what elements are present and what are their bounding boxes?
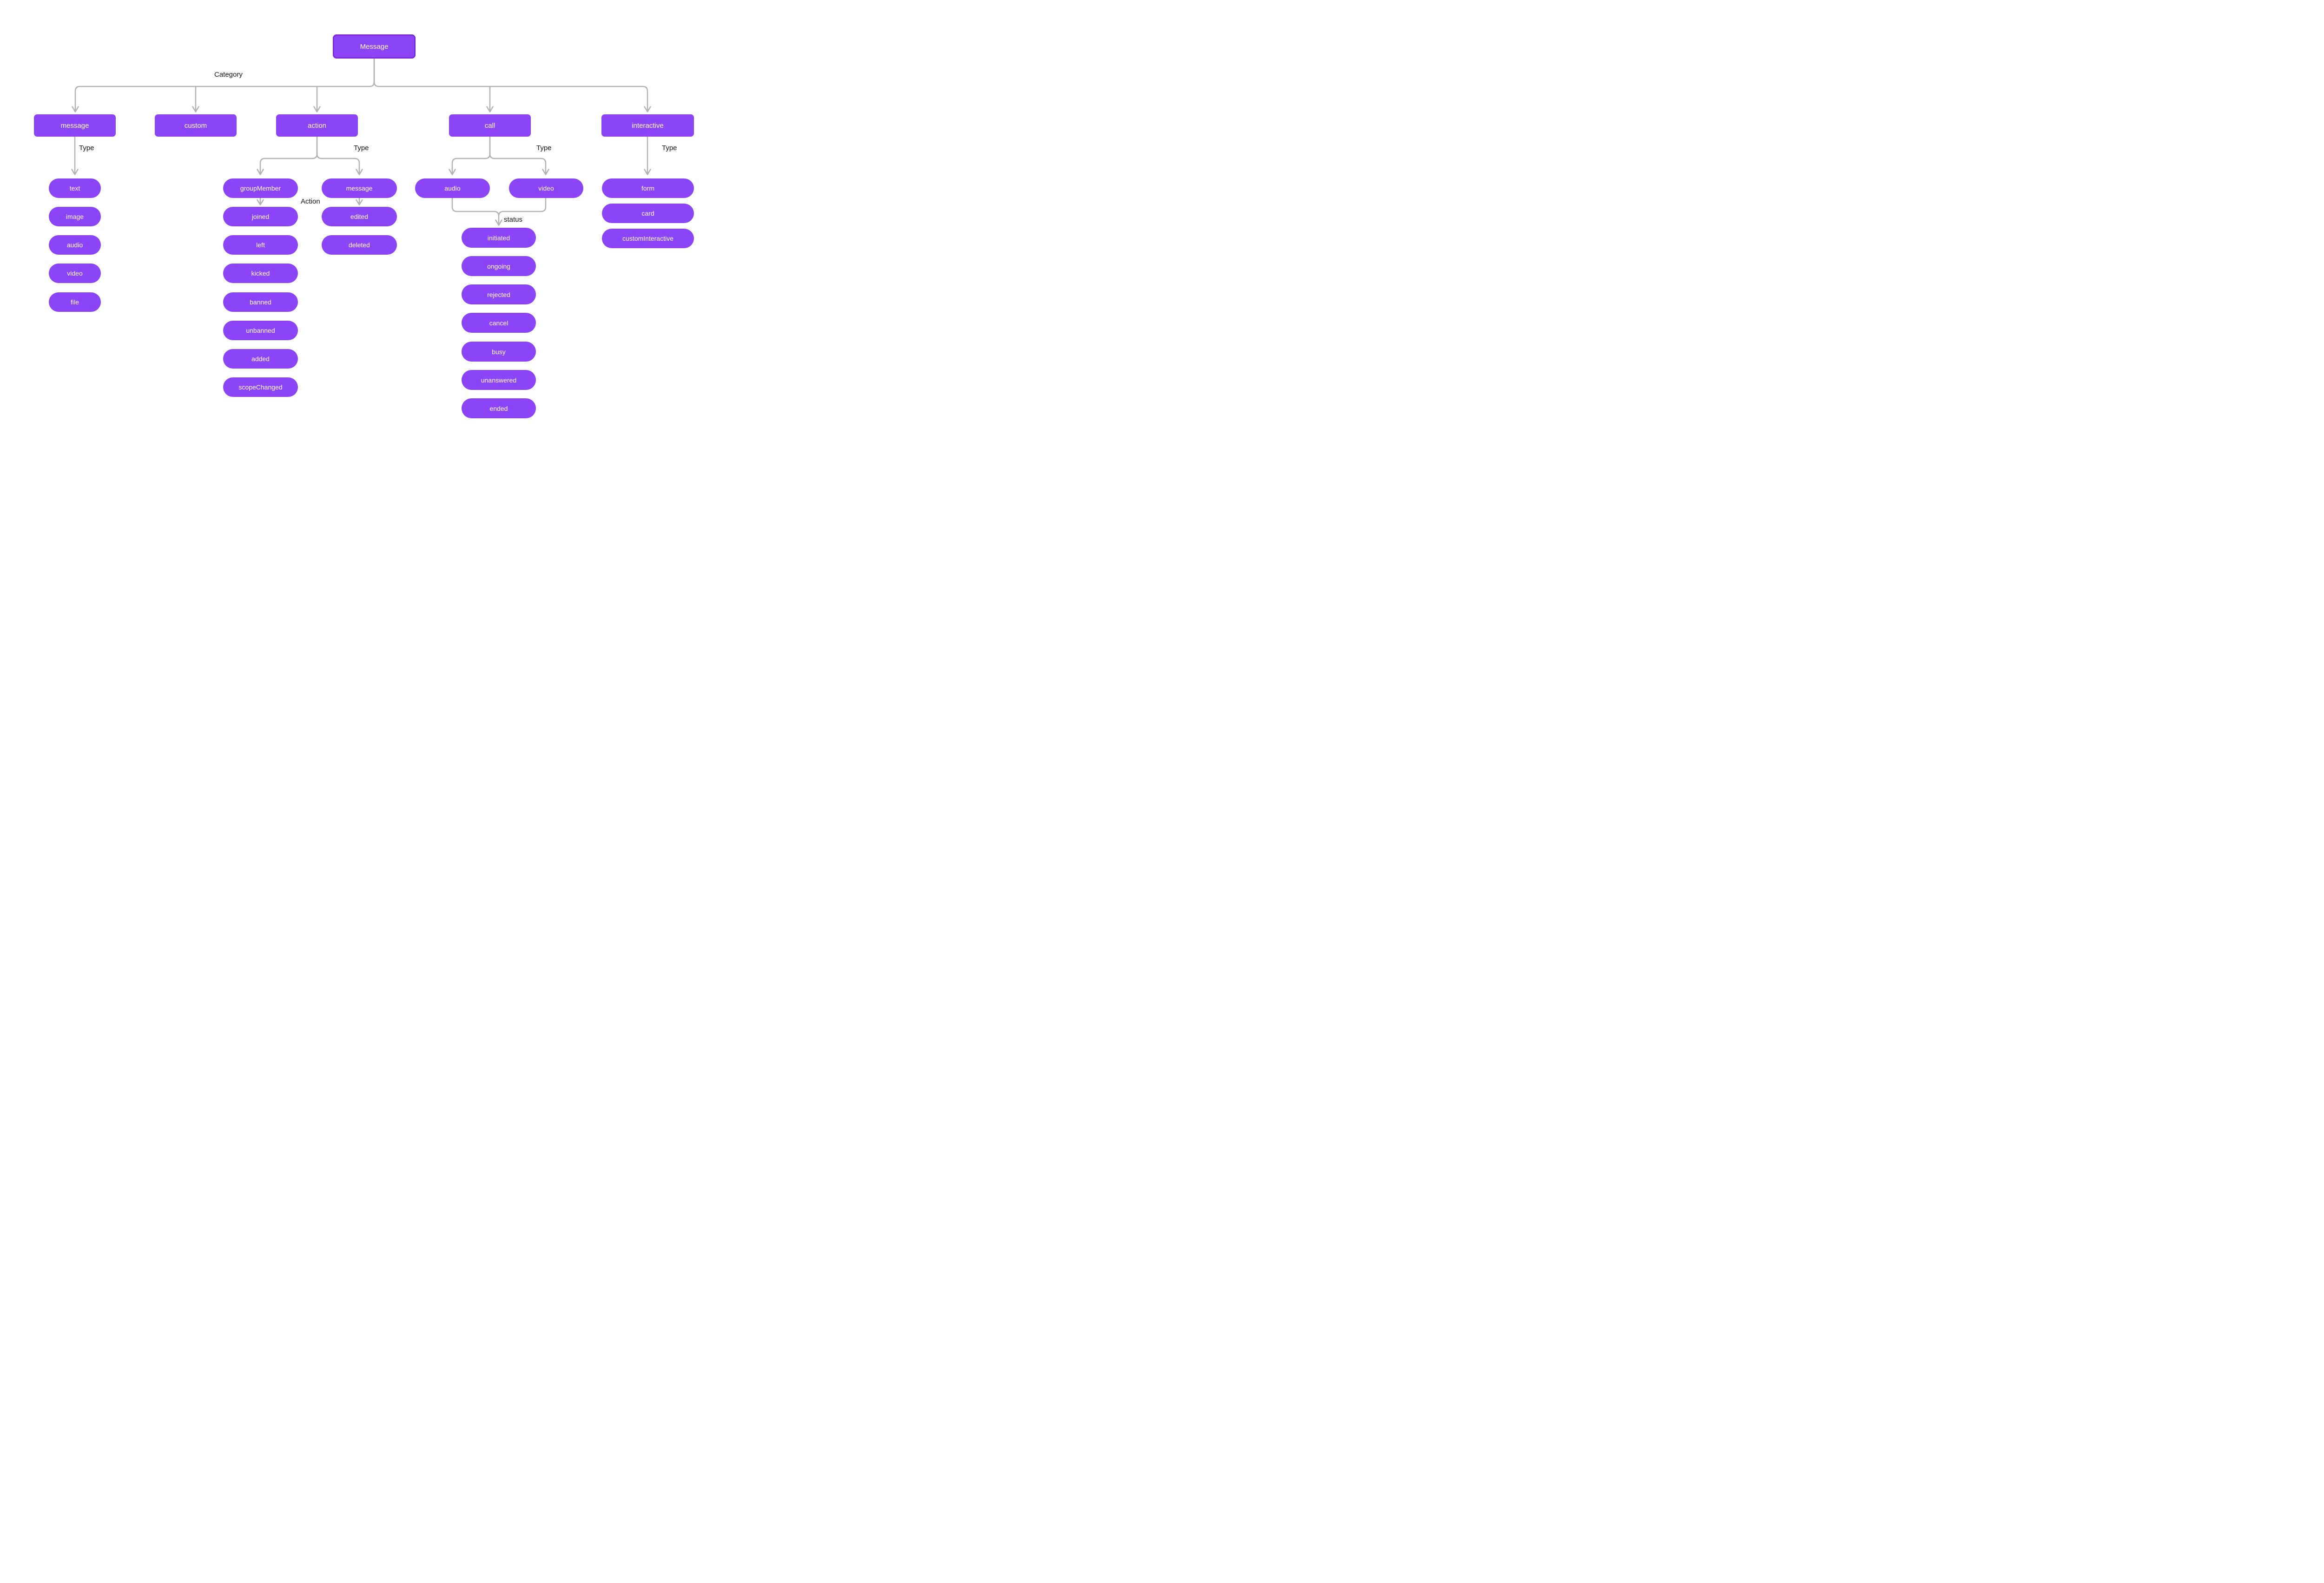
node-action-scopechanged: scopeChanged — [223, 377, 298, 397]
node-status-ongoing: ongoing — [462, 256, 536, 276]
connector-call-to-video — [489, 136, 549, 175]
node-status-unanswered: unanswered — [462, 370, 536, 390]
connector-merge-to-initiated — [495, 219, 502, 226]
node-type-file: file — [49, 292, 101, 312]
node-status-ended: ended — [462, 398, 536, 418]
node-status-initiated: initiated — [462, 228, 536, 248]
edge-label-interactive-type: Type — [662, 144, 677, 152]
diagram-canvas: Message Category Type Type Type Type Act… — [0, 0, 716, 445]
node-action-left: left — [223, 235, 298, 255]
connector-trunk-to-custom — [192, 86, 199, 112]
edge-label-action-type: Type — [354, 144, 369, 152]
connector-root-to-interactive — [373, 58, 651, 112]
node-category-interactive: interactive — [601, 114, 694, 137]
connector-action-to-groupmember — [257, 136, 318, 175]
edge-label-message-type: Type — [79, 144, 94, 152]
connector-call-to-audio — [449, 136, 491, 175]
node-type-action-message: message — [322, 178, 397, 198]
node-type-form: form — [602, 178, 694, 198]
node-action-joined: joined — [223, 207, 298, 226]
connector-video-merge — [498, 197, 547, 217]
node-category-custom: custom — [155, 114, 237, 137]
node-action-added: added — [223, 349, 298, 369]
edge-label-status: status — [504, 216, 523, 224]
node-type-audio: audio — [49, 235, 101, 255]
node-type-image: image — [49, 207, 101, 226]
node-type-call-video: video — [509, 178, 583, 198]
connector-trunk-to-action — [313, 86, 321, 112]
connector-message-to-edited — [356, 197, 363, 205]
node-status-cancel: cancel — [462, 313, 536, 333]
node-category-message: message — [34, 114, 116, 137]
edge-label-action: Action — [301, 198, 320, 205]
edge-label-call-type: Type — [536, 144, 552, 152]
node-type-call-audio: audio — [415, 178, 490, 198]
node-type-text: text — [49, 178, 101, 198]
connector-root-to-message — [72, 58, 375, 112]
node-category-call: call — [449, 114, 531, 137]
edge-label-category: Category — [214, 71, 243, 79]
node-root-message: Message — [333, 34, 416, 59]
node-type-custominteractive: customInteractive — [602, 229, 694, 248]
node-action-banned: banned — [223, 292, 298, 312]
connector-message-to-text — [71, 136, 79, 175]
node-action-deleted: deleted — [322, 235, 397, 255]
connector-interactive-to-form — [644, 136, 651, 175]
node-type-card: card — [602, 204, 694, 223]
node-type-groupmember: groupMember — [223, 178, 298, 198]
connector-action-to-message — [316, 136, 363, 175]
connector-groupmember-to-joined — [257, 197, 264, 205]
node-action-unbanned: unbanned — [223, 321, 298, 340]
node-action-edited: edited — [322, 207, 397, 226]
connector-audio-merge — [451, 197, 500, 226]
node-status-busy: busy — [462, 342, 536, 362]
node-type-video: video — [49, 264, 101, 283]
node-status-rejected: rejected — [462, 284, 536, 304]
connector-trunk-to-call — [486, 86, 494, 112]
node-action-kicked: kicked — [223, 264, 298, 283]
node-category-action: action — [276, 114, 358, 137]
